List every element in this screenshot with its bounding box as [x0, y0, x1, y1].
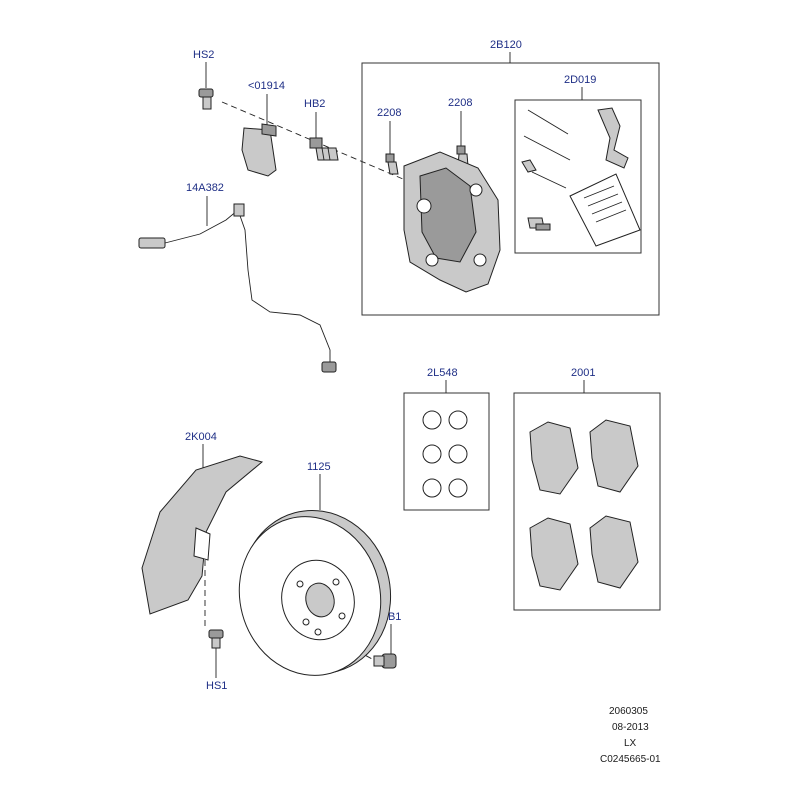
bolt-hb1 [373, 653, 397, 669]
brake-disc-1125 [238, 510, 392, 676]
callout-2l548: 2L548 [427, 367, 458, 379]
callout-2k004: 2K004 [185, 431, 217, 443]
footer-line-1: 2060305 [609, 706, 648, 717]
bleed-nipple-left [385, 153, 399, 175]
dust-shield-2k004 [141, 455, 264, 615]
callout-hs1: HS1 [206, 680, 227, 692]
footer-line-4: C0245665-01 [600, 754, 661, 765]
brake-pad-set [529, 419, 639, 591]
callout-2d019: 2D019 [564, 74, 596, 86]
pad-set-frame [513, 392, 661, 611]
callout-2208-right: 2208 [448, 97, 472, 109]
callout-hb2: HB2 [304, 98, 325, 110]
bolt-hb2 [309, 137, 339, 161]
callout-01914: <01914 [248, 80, 285, 92]
bracket-01914 [241, 123, 277, 177]
footer-line-3: LX [624, 738, 637, 749]
callout-1125: 1125 [307, 461, 331, 473]
seal-kit-rings [422, 410, 468, 498]
seal-kit-frame [403, 392, 490, 511]
footer-line-2: 08-2013 [612, 722, 649, 733]
bolt-hs2 [198, 88, 214, 110]
fitting-kit-contents [521, 107, 641, 247]
callout-2001: 2001 [571, 367, 595, 379]
fitting-kit-frame [514, 99, 642, 254]
caliper-kit-frame [361, 62, 660, 316]
callout-2b120: 2B120 [490, 39, 522, 51]
brake-caliper [403, 151, 501, 293]
bolt-hs1 [208, 629, 224, 649]
callout-2208-left: 2208 [377, 107, 401, 119]
wear-sensor-14a382 [138, 203, 337, 373]
callout-hs2: HS2 [193, 49, 214, 61]
callout-14a382: 14A382 [186, 182, 224, 194]
